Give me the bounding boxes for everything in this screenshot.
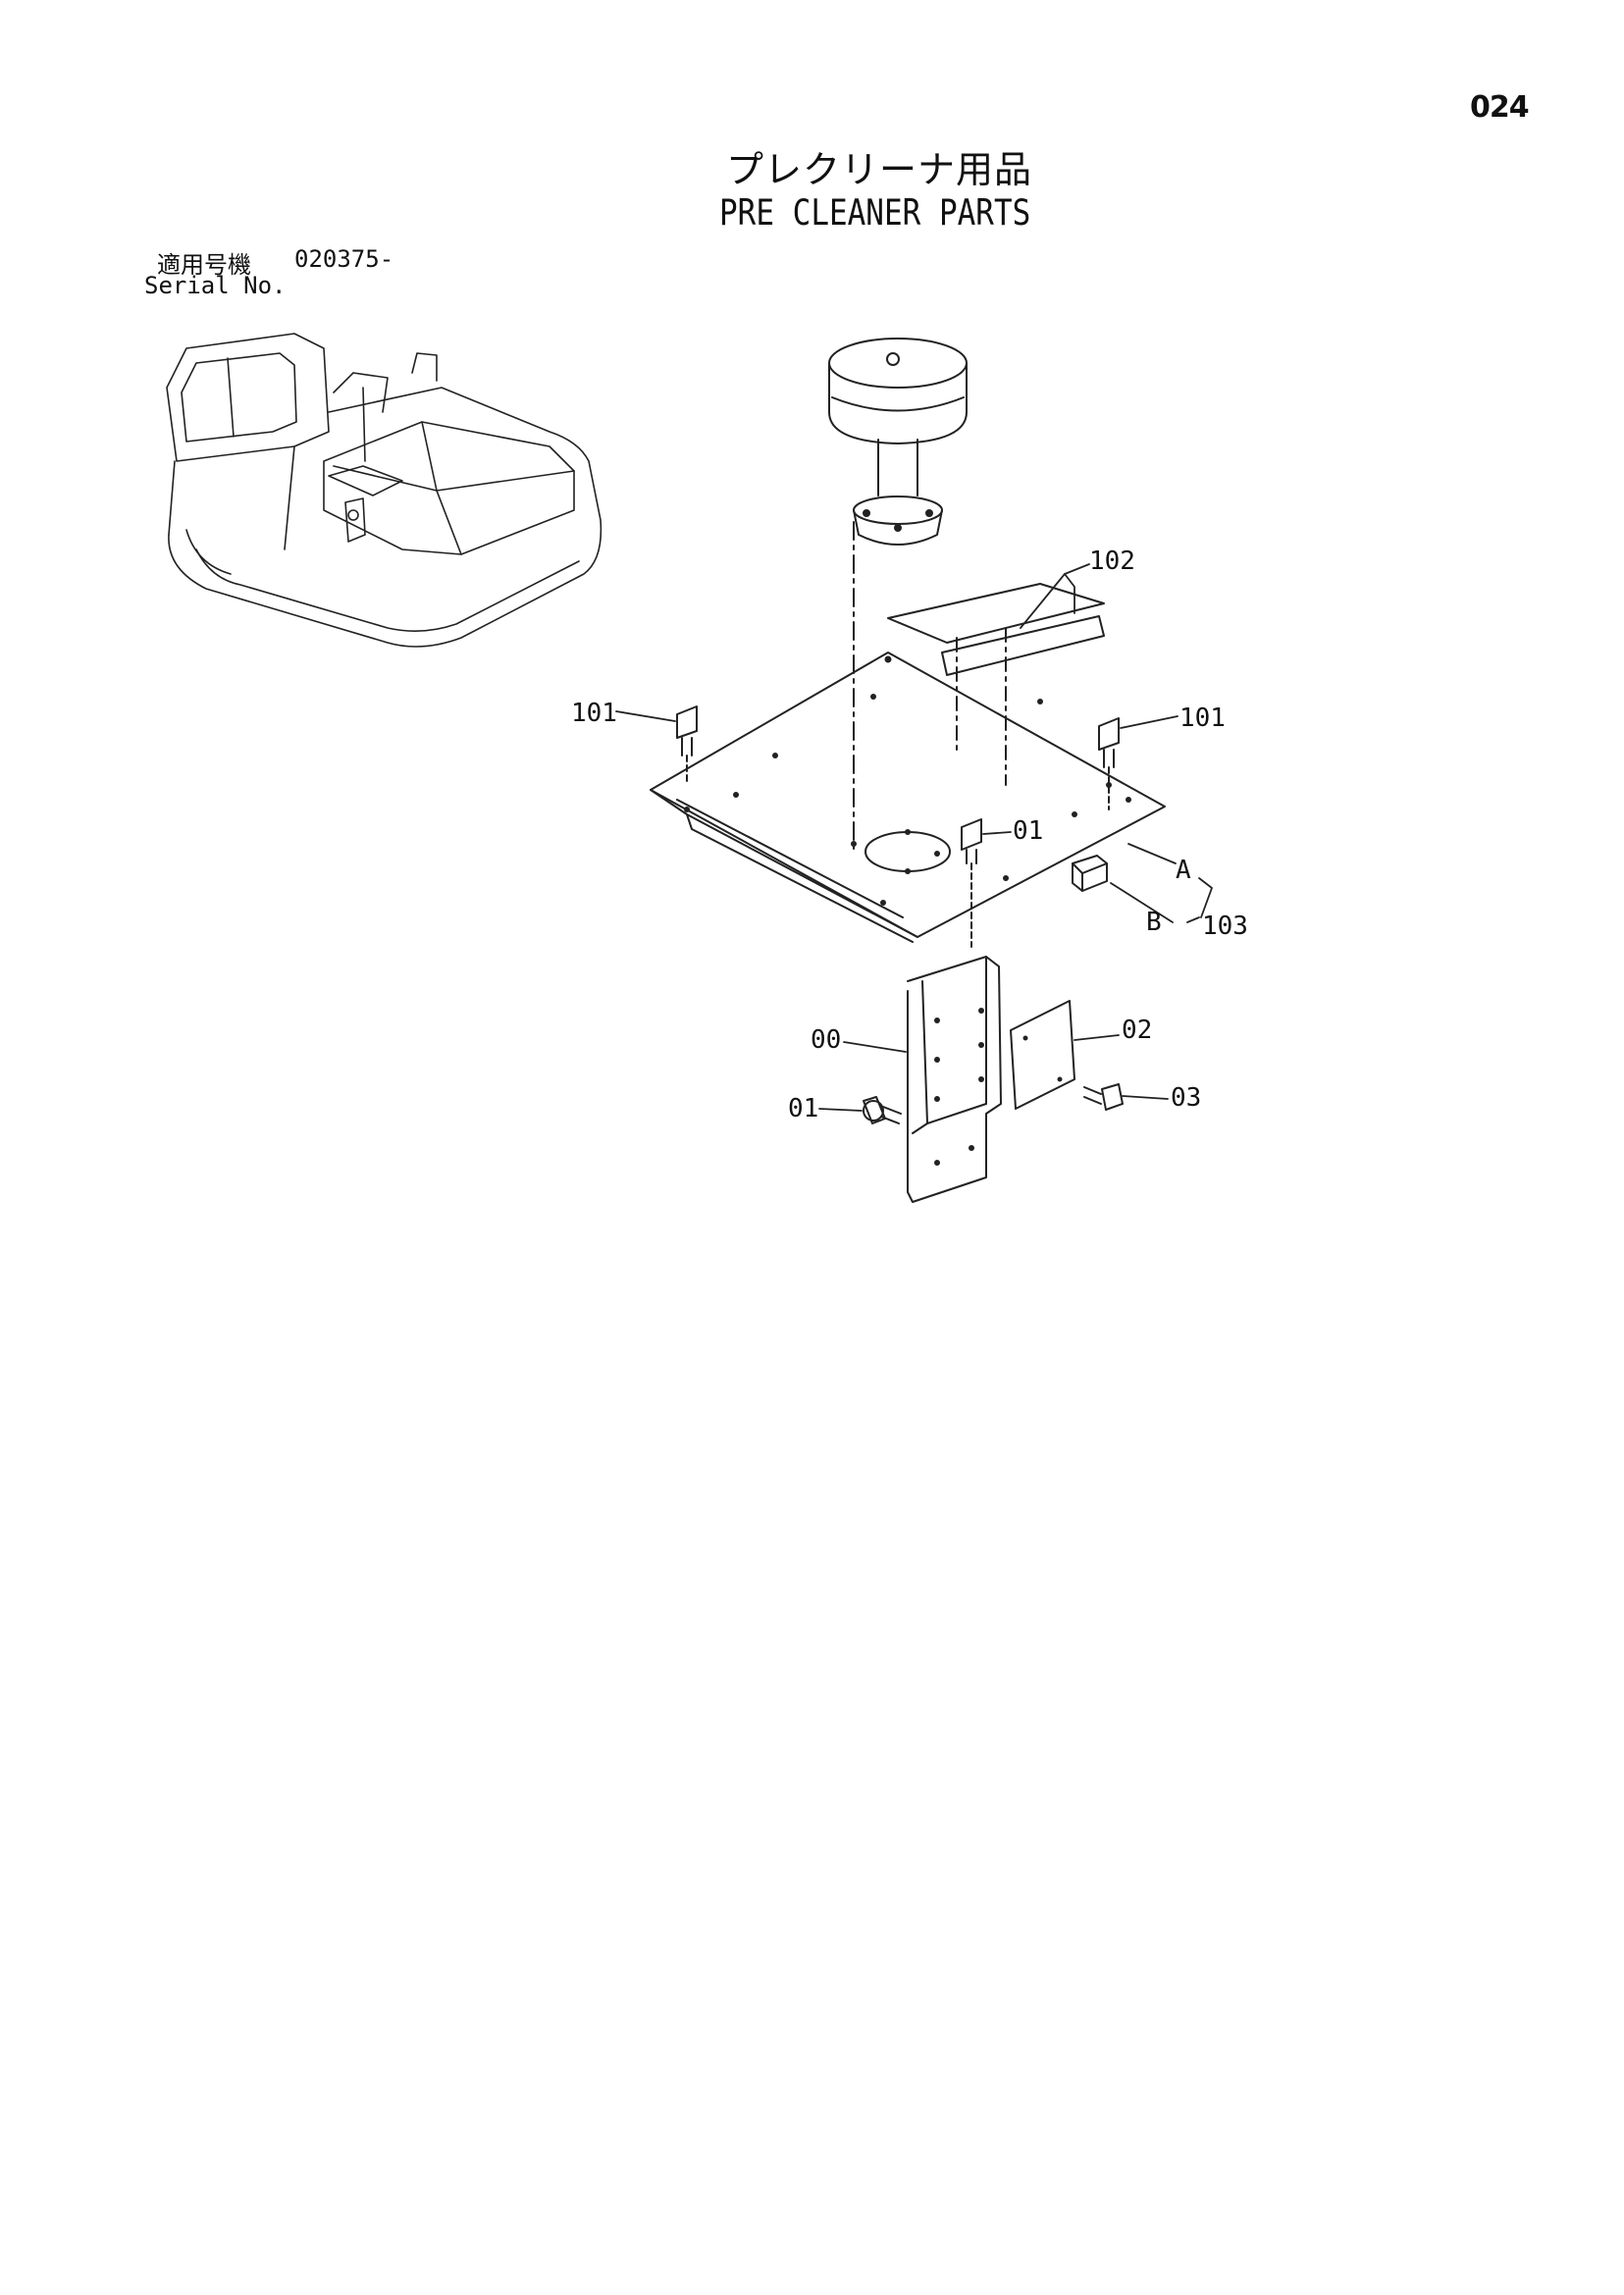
bolt-01-top (961, 818, 982, 948)
bolt-03 (1083, 1083, 1124, 1111)
serial-number-value: 020375- (294, 245, 394, 273)
decal-labels (887, 583, 1105, 786)
callout-103: 103 (1202, 912, 1248, 941)
serial-label-japanese: 適用号機 (157, 251, 251, 279)
page-number: 024 (1470, 90, 1530, 125)
page-title-english: PRE CLEANER PARTS (719, 192, 1031, 235)
callout-03: 03 (1171, 1083, 1201, 1113)
bracket-00 (907, 956, 1002, 1203)
callout-01-top: 01 (1013, 816, 1043, 846)
callout-B: B (1146, 908, 1162, 937)
spacer-block (1072, 855, 1108, 892)
cover-plate-02 (1010, 1000, 1075, 1110)
excavator-overview-illustration (166, 333, 602, 648)
page-title-japanese: プレクリーナ用品 (726, 148, 1033, 191)
leader-lines (615, 563, 1213, 1112)
bolt-01-bottom (863, 1096, 902, 1124)
callout-101-right: 101 (1179, 704, 1226, 733)
mounting-plate (650, 652, 1166, 943)
callout-101-left: 101 (571, 699, 617, 728)
callout-A: A (1176, 856, 1191, 885)
bolt-101-left (676, 705, 698, 786)
callout-102: 102 (1089, 547, 1135, 576)
callout-labels: 102 101 101 01 A B 103 00 02 01 03 (571, 547, 1248, 1123)
callout-00: 00 (811, 1025, 841, 1055)
callout-01-bottom: 01 (788, 1094, 818, 1123)
callout-02: 02 (1122, 1016, 1152, 1045)
pre-cleaner-unit (828, 338, 968, 546)
serial-label-english: Serial No. (144, 272, 287, 299)
bolt-101-right (1098, 717, 1120, 810)
